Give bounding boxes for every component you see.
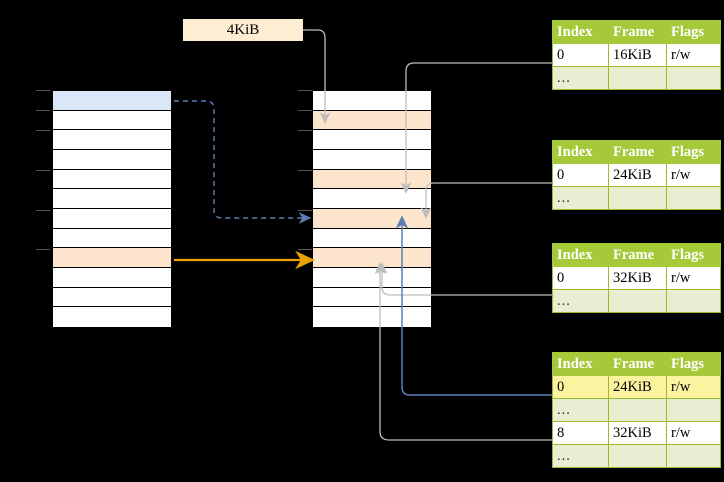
cell-index: ... [552,66,609,90]
physical-memory-column [312,90,432,328]
cell-flags: r/w [666,163,721,187]
cell-flags [666,186,721,210]
virtual-address-space-column-row [53,307,171,327]
column-header-flags: Flags [666,20,721,44]
cell-index: ... [552,398,609,422]
tick-mark [36,90,50,91]
virtual-address-space-column-row [53,169,171,190]
cell-index: 0 [552,266,609,290]
cell-frame [608,398,667,422]
column-header-frame: Frame [608,243,667,267]
virtual-address-space-column-row [53,267,171,288]
column-header-frame: Frame [608,140,667,164]
cell-flags: r/w [666,375,721,399]
virtual-address-space-column-row [53,248,171,268]
cell-frame: 32KiB [608,421,667,445]
tick-mark [36,110,50,111]
cell-flags: r/w [666,421,721,445]
physical-memory-column-row [313,208,431,229]
physical-memory-column-row [313,149,431,170]
physical-memory-column-row [313,91,431,111]
virtual-address-space-column-row [53,208,171,229]
column-header-index: Index [552,20,609,44]
column-header-index: Index [552,243,609,267]
column-header-frame: Frame [608,20,667,44]
cell-index: ... [552,186,609,210]
virtual-address-space-column-row [53,287,171,308]
tick-mark [36,130,50,131]
physical-memory-column-row [313,307,431,327]
physical-memory-column-row [313,130,431,150]
cell-index: 0 [552,43,609,67]
column-header-index: Index [552,140,609,164]
virtual-address-space-column-row [53,149,171,170]
physical-memory-column-row [313,248,431,268]
virtual-address-space-column-row [53,91,171,111]
column-header-index: Index [552,352,609,376]
physical-memory-column-row [313,228,431,249]
tick-mark [298,110,312,111]
cell-index: ... [552,289,609,313]
virtual-address-space-column [52,90,172,328]
tick-mark [298,170,312,171]
cell-flags [666,444,721,468]
cell-frame: 16KiB [608,43,667,67]
table-row: ... [552,66,721,90]
tick-mark [298,249,312,250]
cell-flags: r/w [666,266,721,290]
tick-mark [36,210,50,211]
column-header-flags: Flags [666,140,721,164]
virtual-address-space-column-row [53,228,171,249]
physical-memory-column-row [313,110,431,131]
cell-flags [666,398,721,422]
tick-mark [36,249,50,250]
cell-index: 8 [552,421,609,445]
column-header-flags: Flags [666,352,721,376]
physical-memory-column-row [313,189,431,209]
cell-frame [608,186,667,210]
cell-index: 0 [552,375,609,399]
virtual-address-space-column-row [53,110,171,131]
cell-index: ... [552,444,609,468]
cell-frame [608,444,667,468]
table-row: ... [552,444,721,468]
virtual-address-space-column-row [53,189,171,209]
cell-frame: 24KiB [608,163,667,187]
column-header-flags: Flags [666,243,721,267]
physical-memory-column-row [313,267,431,288]
tick-mark [298,130,312,131]
cell-frame [608,289,667,313]
cell-flags [666,289,721,313]
cell-frame: 24KiB [608,375,667,399]
cell-frame [608,66,667,90]
tick-mark [298,90,312,91]
table-row: ... [552,186,721,210]
column-header-frame: Frame [608,352,667,376]
cell-flags [666,66,721,90]
table-row: ... [552,289,721,313]
tick-mark [298,210,312,211]
cell-frame: 32KiB [608,266,667,290]
tick-mark [36,170,50,171]
size-label-4kib: 4KiB [183,19,303,41]
cell-index: 0 [552,163,609,187]
virtual-address-space-column-row [53,130,171,150]
cell-flags: r/w [666,43,721,67]
physical-memory-column-row [313,287,431,308]
physical-memory-column-row [313,169,431,190]
table-row: ... [552,398,721,422]
